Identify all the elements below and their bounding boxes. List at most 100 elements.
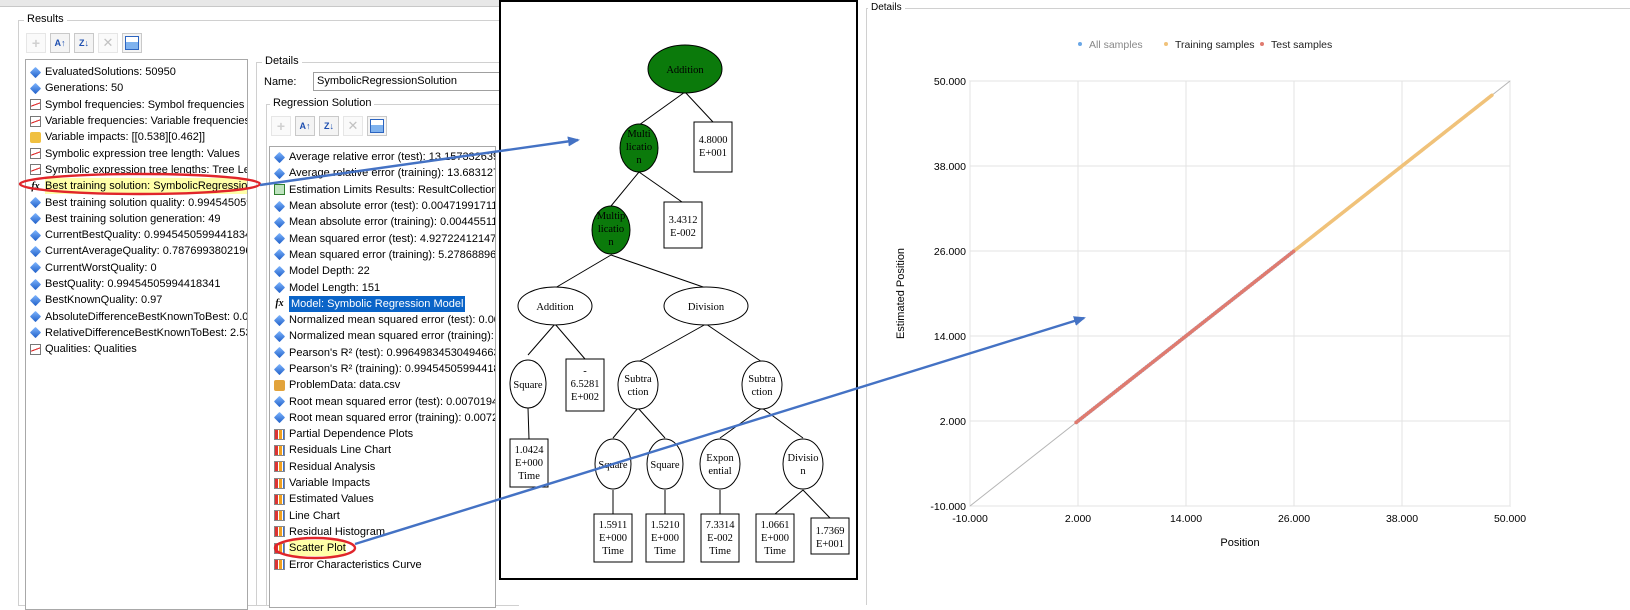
- details-item[interactable]: Normalized mean squared error (test): 0.…: [270, 312, 495, 328]
- details-item[interactable]: Average relative error (training): 13.68…: [270, 165, 495, 181]
- tab-strip[interactable]: [0, 0, 520, 7]
- details-item[interactable]: Mean absolute error (training): 0.004455…: [270, 214, 495, 230]
- details-item[interactable]: Error Characteristics Curve: [270, 556, 495, 572]
- sort-ascending-button-2[interactable]: A↑: [295, 116, 315, 136]
- sort-ascending-button[interactable]: A↑: [50, 33, 70, 53]
- details-item[interactable]: Variable Impacts: [270, 475, 495, 491]
- tree-label: Addition: [666, 65, 704, 76]
- chart-icon: [30, 164, 41, 176]
- details-item[interactable]: Root mean squared error (test): 0.007019…: [270, 393, 495, 409]
- details-item[interactable]: Mean absolute error (test): 0.0047199171…: [270, 198, 495, 214]
- details-item-label: Estimated Values: [289, 493, 374, 506]
- results-item[interactable]: BestKnownQuality: 0.97: [26, 292, 247, 308]
- tree-label: Multi: [627, 129, 650, 140]
- remove-button-2[interactable]: ✕: [343, 116, 363, 136]
- legend-label: Test samples: [1271, 39, 1332, 51]
- details-item[interactable]: Average relative error (test): 13.157332…: [270, 149, 495, 165]
- series-training-samples: [1292, 93, 1494, 253]
- details-item[interactable]: Pearson's R² (test): 0.99649834530494663: [270, 345, 495, 361]
- properties-button[interactable]: [122, 33, 142, 53]
- details-item[interactable]: Residual Analysis: [270, 459, 495, 475]
- tree-node-multiplication: [619, 123, 659, 173]
- chart-icon: [30, 343, 41, 355]
- details-item-label: Mean absolute error (test): 0.0047199171…: [289, 200, 496, 213]
- tree-label: n: [608, 237, 614, 248]
- details-item[interactable]: Mean squared error (training): 5.2786889…: [270, 247, 495, 263]
- bars-icon: [274, 428, 285, 440]
- tree-node-addition: [647, 44, 723, 94]
- results-item[interactable]: CurrentAverageQuality: 0.78769938021960.…: [26, 243, 247, 259]
- value-icon: [29, 278, 42, 290]
- details-item-label: Error Characteristics Curve: [289, 558, 422, 571]
- details-item-label: Residuals Line Chart: [289, 444, 392, 457]
- name-field[interactable]: SymbolicRegressionSolution: [313, 72, 500, 91]
- add-button-2[interactable]: +: [271, 116, 291, 136]
- details-item[interactable]: ProblemData: data.csv: [270, 377, 495, 393]
- results-item[interactable]: BestQuality: 0.99454505994418341: [26, 276, 247, 292]
- remove-button[interactable]: ✕: [98, 33, 118, 53]
- results-item[interactable]: Generations: 50: [26, 80, 247, 96]
- value-icon: [29, 262, 42, 274]
- results-item[interactable]: CurrentWorstQuality: 0: [26, 260, 247, 276]
- tree-label: E-002: [707, 533, 733, 544]
- value-icon: [29, 213, 42, 225]
- x-axis-label: Position: [1220, 537, 1259, 549]
- details-item[interactable]: Mean squared error (test): 4.92722412147…: [270, 230, 495, 246]
- details-item[interactable]: Estimation Limits Results: ResultCollect…: [270, 182, 495, 198]
- tree-label: ction: [628, 387, 650, 398]
- close-icon: ✕: [347, 118, 359, 133]
- chart-icon: [30, 148, 41, 160]
- details-item[interactable]: Residual Histogram: [270, 524, 495, 540]
- details-item-label: Estimation Limits Results: ResultCollect…: [289, 183, 496, 196]
- details-item[interactable]: Estimated Values: [270, 491, 495, 507]
- tree-label: Square: [598, 460, 627, 471]
- sort-descending-button[interactable]: Z↓: [74, 33, 94, 53]
- details-list[interactable]: Average relative error (test): 13.157332…: [269, 146, 496, 608]
- y-tick-label: 14.000: [934, 331, 966, 343]
- details-item[interactable]: Scatter Plot: [270, 540, 495, 557]
- details-item[interactable]: Model Length: 151: [270, 279, 495, 295]
- results-item[interactable]: Variable impacts: [[0.538][0.462]]: [26, 129, 247, 145]
- details-item[interactable]: Residuals Line Chart: [270, 442, 495, 458]
- details-item-label: Residual Histogram: [289, 525, 385, 538]
- details-item[interactable]: Model Depth: 22: [270, 263, 495, 279]
- details-item-label: Model Depth: 22: [289, 265, 370, 278]
- details-item[interactable]: Line Chart: [270, 508, 495, 524]
- results-item[interactable]: Variable frequencies: Variable frequenci…: [26, 113, 247, 129]
- value-icon: [29, 245, 42, 258]
- bars-icon: [274, 477, 285, 489]
- details-item[interactable]: Root mean squared error (training): 0.00…: [270, 410, 495, 426]
- tree-label: Subtra: [624, 374, 652, 385]
- details-item-label: Model: Symbolic Regression Model: [289, 295, 466, 312]
- results-item[interactable]: AbsoluteDifferenceBestKnownToBest: 0.02.…: [26, 308, 247, 324]
- results-item[interactable]: RelativeDifferenceBestKnownToBest: 2.53.…: [26, 325, 247, 341]
- details-item[interactable]: Partial Dependence Plots: [270, 426, 495, 442]
- sort-descending-button-2[interactable]: Z↓: [319, 116, 339, 136]
- results-item-label: Variable impacts: [[0.538][0.462]]: [45, 131, 205, 144]
- results-item-label: RelativeDifferenceBestKnownToBest: 2.53.…: [45, 326, 248, 339]
- results-item[interactable]: Symbol frequencies: Symbol frequencies: [26, 97, 247, 113]
- details-item[interactable]: Normalized mean squared error (training)…: [270, 328, 495, 344]
- results-item[interactable]: Symbolic expression tree length: Values: [26, 145, 247, 161]
- collection-icon: [274, 184, 285, 196]
- details-item-label: Mean absolute error (training): 0.004455…: [289, 216, 496, 229]
- results-item[interactable]: EvaluatedSolutions: 50950: [26, 64, 247, 80]
- y-tick-label: 38.000: [934, 161, 966, 173]
- results-item[interactable]: Best training solution generation: 49: [26, 211, 247, 227]
- results-item[interactable]: Best training solution quality: 0.994545…: [26, 194, 247, 210]
- add-button[interactable]: +: [26, 33, 46, 53]
- results-item[interactable]: CurrentBestQuality: 0.99454505994418341: [26, 227, 247, 243]
- function-icon: fx: [31, 180, 40, 192]
- details-item[interactable]: Pearson's R² (training): 0.9945450599441…: [270, 361, 495, 377]
- results-item[interactable]: Qualities: Qualities: [26, 341, 247, 357]
- details-item-label: Variable Impacts: [289, 477, 371, 490]
- properties-icon: [125, 36, 139, 50]
- value-icon: [29, 327, 42, 339]
- properties-button-2[interactable]: [367, 116, 387, 136]
- value-icon: [273, 330, 286, 343]
- results-item[interactable]: Symbolic expression tree lengths: Tree L…: [26, 162, 247, 178]
